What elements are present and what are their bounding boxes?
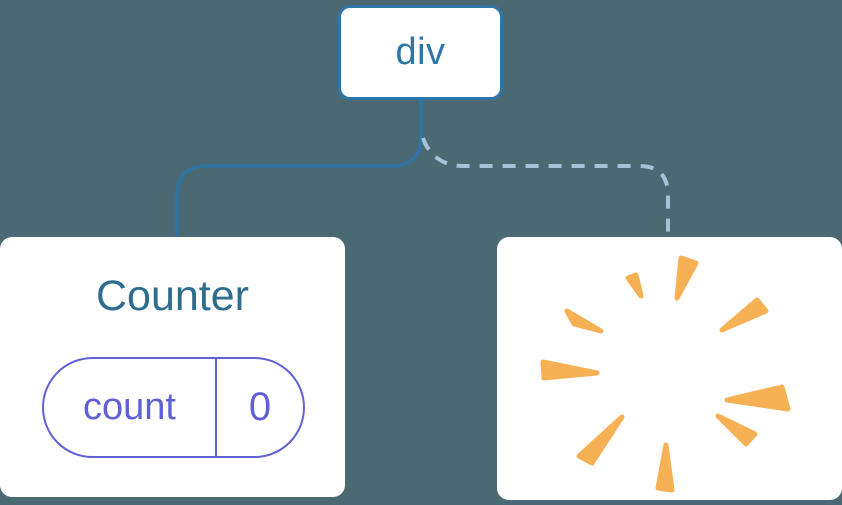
root-node-div: div	[338, 5, 503, 100]
state-pill: count 0	[42, 357, 305, 458]
root-node-label: div	[395, 31, 446, 73]
dashed-connector-line	[421, 137, 670, 239]
counter-node: Counter count 0	[0, 237, 345, 497]
state-value-label: 0	[248, 385, 272, 429]
removed-node	[497, 237, 842, 500]
poof-starburst-icon	[540, 255, 791, 493]
state-key-label: count	[44, 359, 217, 456]
counter-node-title: Counter	[96, 272, 249, 320]
solid-connector-line	[175, 95, 423, 241]
